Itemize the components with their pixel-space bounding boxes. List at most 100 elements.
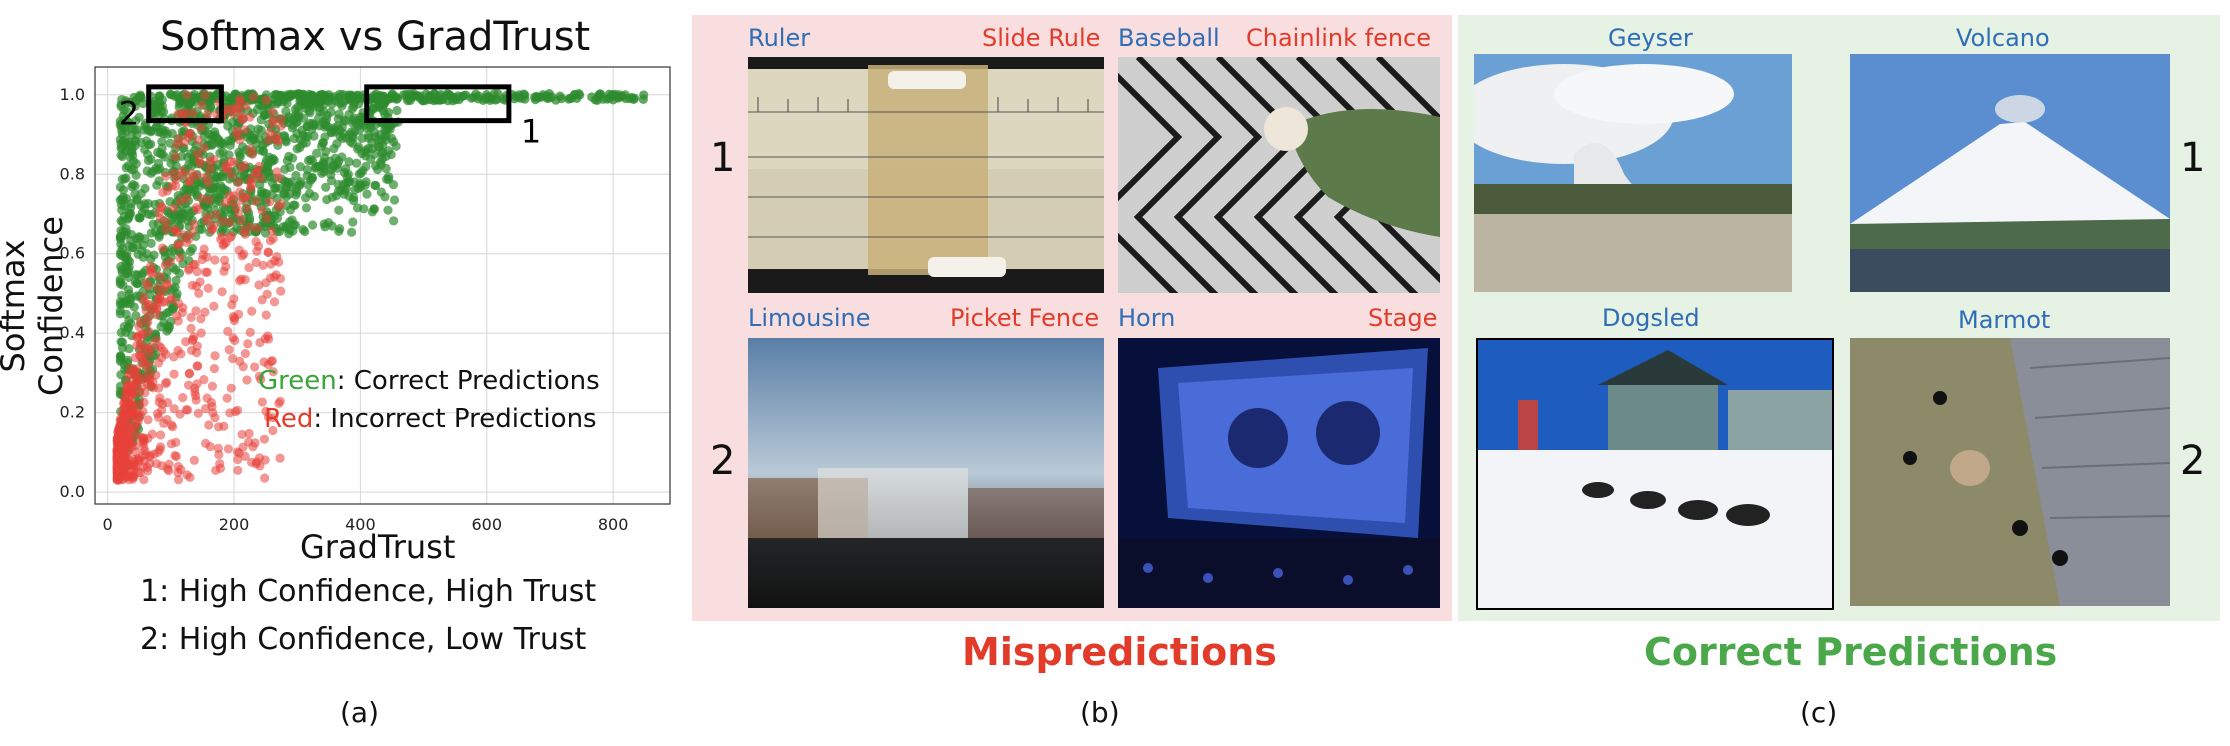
scatter-point [226,170,237,180]
scatter-point [233,405,243,415]
scatter-point [237,429,247,440]
scatter-point [234,147,244,157]
scatter-point [184,176,194,187]
scatter-point [191,203,201,213]
scatter-point [240,160,250,171]
scatter-point [211,465,221,475]
scatter-point [155,393,165,403]
scatter-point [133,417,143,427]
scatter-point [181,405,191,415]
scatter-point [173,240,183,251]
scatter-point [333,114,343,124]
scatter-point [151,458,162,469]
scatter-point [233,465,243,475]
scatter-point [386,133,397,143]
scatter-point [345,94,355,104]
scatter-point [140,144,150,155]
scatter-point [145,262,156,272]
scatter-point [348,118,358,128]
scatter-point [200,404,211,414]
scatter-point [248,442,258,452]
scatter-point [268,413,278,423]
scatter-point [154,110,165,120]
scatter-point [212,133,223,143]
scatter-point [204,420,214,430]
image-dogsled [1476,338,1834,610]
scatter-point [240,125,250,135]
scatter-point [112,473,122,483]
scatter-point [189,455,199,465]
scatter-point [261,95,271,105]
scatter-point [192,267,202,277]
row-label-b-1: 1 [710,135,736,181]
scatter-point [564,94,574,104]
scatter-point [590,95,600,105]
scatter-point [341,164,351,174]
scatter-point [257,397,267,407]
scatter-point [196,314,206,324]
scatter-point [247,149,258,159]
scatter-point [175,253,185,263]
scatter-point [185,246,196,257]
caption-b: (b) [1080,696,1120,729]
scatter-point [155,91,165,101]
scatter-point [161,171,171,181]
scatter-point [124,344,134,354]
scatter-point [117,337,127,347]
scatter-point [196,123,206,133]
scatter-point [212,172,222,182]
scatter-point [116,200,127,210]
x-tick-label: 200 [219,515,250,534]
scatter-point [233,454,243,465]
scatter-point [144,375,154,385]
scatter-point [274,173,284,183]
scatter-point [134,330,144,340]
scatter-point [388,179,399,190]
scatter-point [355,179,365,189]
scatter-point [266,157,277,167]
scatter-point [155,430,166,440]
scatter-point [203,212,213,222]
scatter-point [179,138,189,148]
row-label-b-2: 2 [710,438,736,484]
scatter-point [116,143,126,153]
scatter-point [359,204,369,214]
scatter-point [184,264,194,274]
scatter-point [170,152,181,162]
scatter-point [301,193,311,203]
scatter-point [177,170,187,180]
row-label-c-2: 2 [2180,438,2206,484]
scatter-point [201,438,211,448]
scatter-point [218,147,228,157]
scatter-point [238,225,249,235]
scatter-point [273,136,283,146]
scatter-point [196,158,206,169]
scatter-point [271,89,281,100]
scatter-point [206,397,217,408]
scatter-point [217,287,227,297]
scatter-point [334,205,344,215]
scatter-point [361,161,371,172]
y-axis-label: Softmax Confidence [0,216,70,396]
scatter-point [351,158,362,168]
scatter-point [161,224,171,235]
image-geyser [1474,54,1792,292]
row-label-c-1: 1 [2180,135,2206,181]
scatter-point [235,135,245,145]
scatter-point [148,219,158,229]
scatter-point [160,152,170,162]
note-high-trust: 1: High Confidence, High Trust [140,574,597,609]
scatter-point [268,367,278,377]
scatter-point [113,427,123,437]
label-true-limousine: Limousine [748,304,871,332]
scatter-point [173,475,184,485]
scatter-point [184,368,195,378]
scatter-point [155,127,166,137]
scatter-point [226,231,237,241]
scatter-point [232,126,242,136]
label-pred-slide-rule: Slide Rule [982,24,1101,52]
scatter-point [255,337,265,348]
scatter-point [112,462,122,472]
scatter-point [259,434,270,444]
